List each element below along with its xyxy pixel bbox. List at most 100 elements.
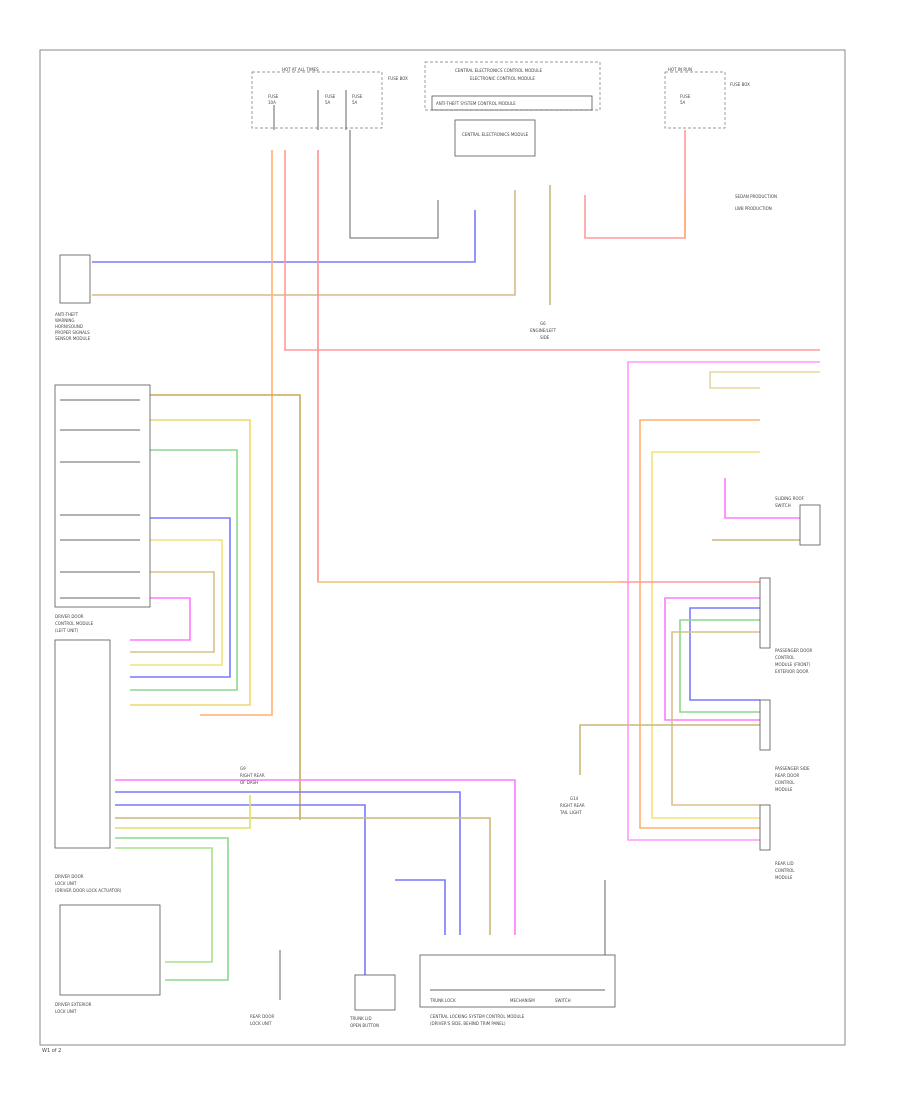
wire-yellow-right	[651, 451, 760, 819]
central-locking-subtitle: (DRIVER'S SIDE, BEHIND TRIM PANEL)	[430, 1021, 506, 1026]
fuse-rating: 5A	[680, 100, 686, 105]
passenger-module-label: MODULE (FRONT)	[775, 662, 811, 667]
wire-tan	[92, 190, 516, 296]
wire-yellow-bottom	[115, 795, 251, 829]
rear-passenger-module-label: CONTROL	[775, 780, 795, 785]
ground-g9: G9 RIGHT REAR OF DASH	[240, 766, 265, 785]
driver-exterior-lock-label: DRIVER EXTERIOR	[55, 1002, 92, 1007]
wire-green	[130, 449, 238, 691]
rear-passenger-module-label: REAR DOOR	[775, 773, 799, 778]
wire-pink-bottom	[115, 779, 516, 935]
wire-red-vertical	[317, 150, 620, 583]
anti-theft-sensor: ANTI-THEFT WARNING HORN/SOUND PROPER SIG…	[55, 254, 91, 341]
anti-theft-label: WARNING	[55, 318, 75, 323]
ground-label: G9	[240, 766, 246, 771]
driver-door-lock-unit: DRIVER DOOR LOCK UNIT (DRIVER DOOR LOCK …	[55, 874, 161, 1014]
rear-door-lock-unit: REAR DOOR LOCK UNIT	[250, 950, 281, 1026]
ground-g6: G6 ENGINE/LEFT SIDE	[530, 321, 557, 340]
legend-item: SEDAN PRODUCTION	[735, 194, 777, 199]
wire-cream-right	[709, 371, 820, 389]
trunk-lock-mechanism-label: SWITCH	[555, 998, 571, 1003]
ground-label: SIDE	[540, 335, 550, 340]
wire-orange-right	[639, 419, 760, 829]
fuse-rating: 5A	[325, 100, 331, 105]
fuse-box-note: FUSE BOX	[730, 82, 750, 87]
fuse-box-label: HOT AT ALL TIMES	[282, 67, 319, 72]
trunk-lock-mechanism-label: MECHANISM	[510, 998, 535, 1003]
passenger-module-label: EXTERIOR DOOR	[775, 669, 809, 674]
driver-door-lock-label: DRIVER DOOR	[55, 874, 84, 879]
wire-red	[584, 130, 686, 239]
rear-door-lock-label: REAR DOOR	[250, 1014, 274, 1019]
passenger-module-label: CONTROL	[775, 655, 795, 660]
page-indicator: W1 of 2	[42, 1048, 61, 1054]
ground-label: RIGHT REAR	[240, 773, 265, 778]
driver-exterior-lock-label: LOCK UNIT	[55, 1009, 77, 1014]
central-module-subtitle: ELECTRONIC CONTROL MODULE	[470, 76, 535, 81]
wire-pink-right	[627, 361, 820, 841]
central-locking-title: CENTRAL LOCKING SYSTEM CONTROL MODULE	[430, 1014, 525, 1019]
wire-blue	[92, 210, 476, 263]
wire-yellow-left	[130, 539, 223, 666]
fuse-box-label: HOT IN RUN	[668, 67, 692, 72]
wire-blue-bottom2	[115, 804, 366, 975]
rear-lid-module-label: MODULE	[775, 875, 793, 880]
sliding-roof-switch: SLIDING ROOF SWITCH	[775, 496, 821, 546]
wire-orange-vertical	[200, 150, 273, 716]
wire-red-long	[284, 150, 820, 351]
ground-label: TAIL LIGHT	[559, 810, 582, 815]
central-module-inner: ANTI-THEFT SYSTEM CONTROL MODULE	[436, 101, 516, 106]
legend-item: LWB PRODUCTION	[735, 206, 772, 211]
ground-g14: G14 RIGHT REAR TAIL LIGHT	[559, 796, 585, 815]
central-electronics-module: CENTRAL ELECTRONICS CONTROL MODULE ELECT…	[424, 61, 601, 157]
rear-door-lock-label: LOCK UNIT	[250, 1021, 272, 1026]
trunk-switch-label: TRUNK LID	[349, 1016, 372, 1021]
anti-theft-label: ANTI-THEFT	[55, 312, 79, 317]
fuse-rating: 10A	[268, 100, 276, 105]
trunk-lock-mechanism-label: TRUNK LOCK	[429, 998, 456, 1003]
passenger-rear-door-control-module: PASSENGER SIDE REAR DOOR CONTROL MODULE	[759, 699, 810, 792]
driver-door-unit-label: DRIVER DOOR	[55, 614, 84, 619]
wire-tan-mid	[671, 631, 760, 806]
rear-lid-control-module: REAR LID CONTROL MODULE	[759, 804, 795, 880]
diagram-border	[39, 49, 846, 1046]
wire-yellow	[130, 419, 251, 706]
wire-green-bottom	[115, 837, 229, 981]
rear-lid-module-label: CONTROL	[775, 868, 795, 873]
central-locking-module: TRUNK LOCK MECHANISM SWITCH CENTRAL LOCK…	[419, 880, 616, 1026]
rear-passenger-module-label: MODULE	[775, 787, 793, 792]
wire-pink-mid	[664, 597, 760, 721]
anti-theft-label: PROPER SIGNALS	[55, 330, 90, 335]
fuse-label: FUSE	[680, 94, 691, 99]
passenger-module-label: PASSENGER DOOR	[775, 648, 813, 653]
driver-door-unit-label: (LEFT UNIT)	[55, 628, 79, 633]
wire-lightgreen-bottom	[115, 847, 213, 963]
wire-tan-left	[130, 571, 215, 653]
ground-label: ENGINE/LEFT	[530, 328, 557, 333]
passenger-door-control-module: PASSENGER DOOR CONTROL MODULE (FRONT) EX…	[759, 577, 813, 674]
trunk-switch-label: OPEN BUTTON	[350, 1023, 379, 1028]
anti-theft-label: SENSOR MODULE	[55, 336, 91, 341]
ground-label: G6	[540, 321, 546, 326]
fuse-box-hot-in-run: HOT IN RUN FUSE 5A FUSE BOX	[664, 67, 750, 129]
driver-door-control-module: DRIVER DOOR CONTROL MODULE (LEFT UNIT)	[54, 614, 111, 849]
driver-door-lock-label: LOCK UNIT	[55, 881, 77, 886]
ground-label: OF DASH	[240, 780, 258, 785]
driver-door-unit-label: CONTROL MODULE	[55, 621, 94, 626]
central-electronics-label: CENTRAL ELECTRONICS MODULE	[462, 132, 529, 137]
wire-blue-left	[130, 517, 231, 678]
fuse-label: FUSE	[325, 94, 336, 99]
fuse-box-note: FUSE BOX	[388, 76, 408, 81]
fuse-box-hot-at-all-times: HOT AT ALL TIMES FUSE 10A FUSE 5A FUSE 5…	[251, 67, 408, 130]
wire-brown	[150, 394, 301, 820]
wire-blue-short	[395, 879, 446, 935]
rear-lid-module-label: REAR LID	[775, 861, 794, 866]
fuse-label: FUSE	[352, 94, 363, 99]
wire-tan-bottom	[115, 817, 491, 935]
wire-green-mid	[679, 619, 760, 713]
ground-label: RIGHT REAR	[560, 803, 585, 808]
fuse-rating: 5A	[352, 100, 358, 105]
driver-door-lock-label: (DRIVER DOOR LOCK ACTUATOR)	[55, 888, 122, 893]
legend: SEDAN PRODUCTION LWB PRODUCTION	[735, 194, 777, 211]
central-module-title: CENTRAL ELECTRONICS CONTROL MODULE	[455, 68, 542, 73]
